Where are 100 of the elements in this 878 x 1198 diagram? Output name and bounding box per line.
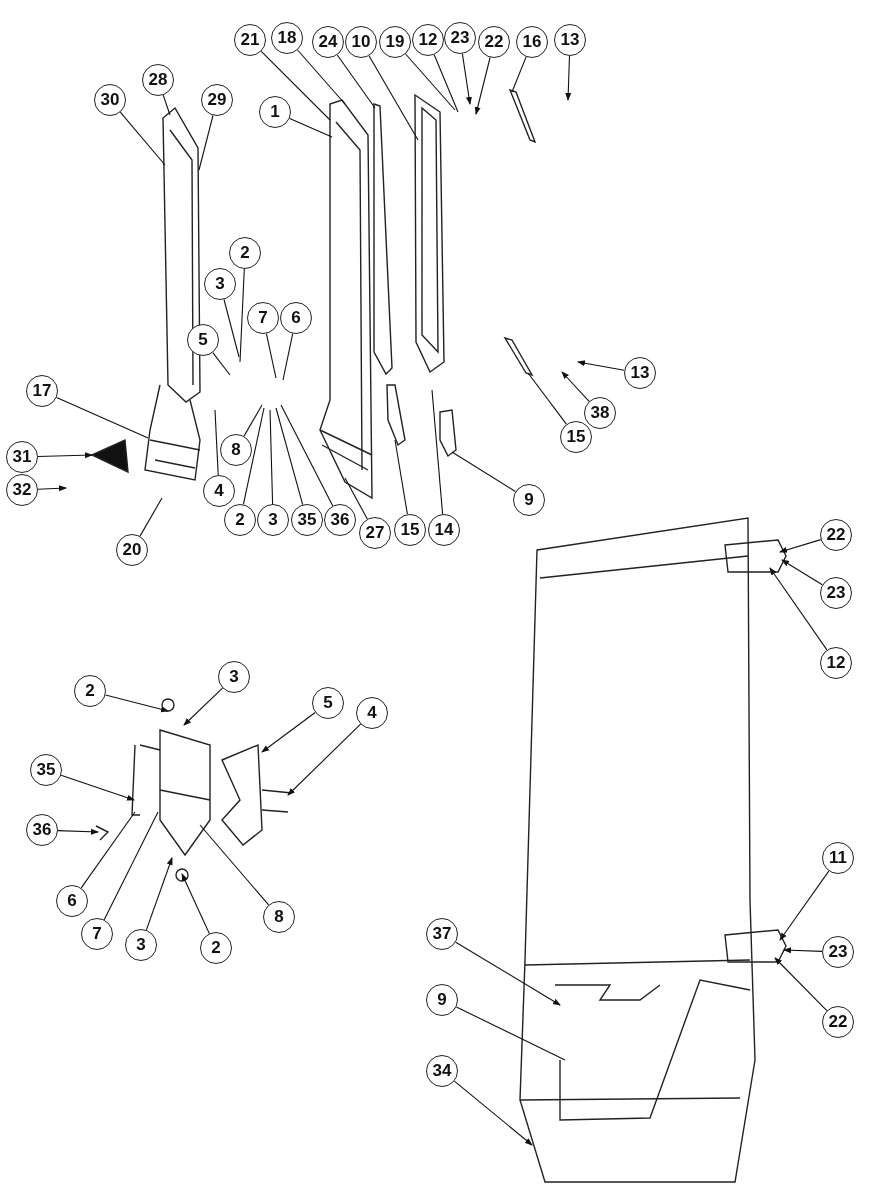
leader-line bbox=[37, 485, 67, 492]
leader-line bbox=[145, 857, 173, 931]
callout-number: 23 bbox=[444, 22, 476, 54]
leader-line bbox=[511, 56, 527, 93]
leader-line bbox=[779, 539, 822, 553]
callout-number: 3 bbox=[218, 661, 250, 693]
callout-number: 35 bbox=[30, 754, 62, 786]
callout-number: 23 bbox=[822, 936, 854, 968]
leader-line bbox=[781, 559, 823, 586]
leader-line bbox=[394, 439, 408, 515]
leader-line bbox=[474, 56, 491, 115]
callout-number: 15 bbox=[394, 514, 426, 546]
leader-line bbox=[60, 774, 135, 801]
leader-line bbox=[461, 53, 472, 105]
leader-line bbox=[183, 687, 224, 726]
leader-line bbox=[527, 372, 567, 425]
leader-line bbox=[162, 94, 171, 116]
callout-number: 13 bbox=[554, 24, 586, 56]
callout-number: 2 bbox=[224, 504, 256, 536]
cone-drawing bbox=[90, 438, 129, 474]
leader-line bbox=[139, 497, 163, 537]
leader-line bbox=[212, 352, 231, 376]
leader-line bbox=[368, 55, 419, 141]
latch-plate-drawing bbox=[439, 409, 457, 458]
callout-number: 32 bbox=[6, 474, 38, 506]
callout-number: 13 bbox=[624, 357, 656, 389]
callout-number: 31 bbox=[6, 441, 38, 473]
plate-drawing bbox=[386, 384, 406, 447]
callout-number: 6 bbox=[280, 302, 312, 334]
leader-line bbox=[405, 53, 456, 111]
callout-number: 3 bbox=[125, 929, 157, 961]
window-panel-drawing bbox=[414, 93, 445, 374]
callout-number: 3 bbox=[257, 504, 289, 536]
callout-number: 11 bbox=[822, 842, 854, 874]
leader-line bbox=[565, 55, 572, 101]
callout-number: 8 bbox=[263, 901, 295, 933]
callout-number: 8 bbox=[220, 434, 252, 466]
callout-number: 22 bbox=[820, 519, 852, 551]
leader-line bbox=[561, 371, 590, 402]
callout-number: 36 bbox=[26, 814, 58, 846]
callout-number: 3 bbox=[204, 268, 236, 300]
leader-line bbox=[280, 404, 334, 507]
leader-line bbox=[269, 409, 274, 505]
callout-number: 5 bbox=[312, 687, 344, 719]
leader-line bbox=[104, 694, 169, 713]
leader-line bbox=[242, 407, 265, 505]
callout-number: 12 bbox=[412, 24, 444, 56]
leader-line bbox=[297, 49, 346, 105]
callout-number: 23 bbox=[820, 577, 852, 609]
leader-line bbox=[431, 389, 444, 515]
leader-line bbox=[261, 711, 316, 753]
leader-line bbox=[223, 298, 240, 358]
leader-line bbox=[282, 333, 294, 381]
callout-number: 12 bbox=[820, 647, 852, 679]
leader-line bbox=[455, 941, 561, 1006]
callout-number: 35 bbox=[291, 504, 323, 536]
callout-number: 30 bbox=[94, 84, 126, 116]
callout-number: 7 bbox=[247, 302, 279, 334]
leader-line bbox=[119, 111, 166, 166]
callout-number: 10 bbox=[345, 26, 377, 58]
callout-number: 22 bbox=[822, 1006, 854, 1038]
leader-line bbox=[37, 452, 93, 459]
callout-number: 36 bbox=[324, 504, 356, 536]
callout-number: 9 bbox=[426, 984, 458, 1016]
callout-number: 5 bbox=[187, 324, 219, 356]
callout-number: 2 bbox=[229, 237, 261, 269]
callout-number: 9 bbox=[513, 484, 545, 516]
leader-line bbox=[783, 947, 823, 954]
leader-line bbox=[56, 396, 149, 439]
plate-drawing bbox=[508, 88, 537, 144]
leader-line bbox=[451, 451, 516, 493]
leader-line bbox=[453, 1080, 533, 1146]
leader-line bbox=[779, 870, 830, 941]
callout-number: 22 bbox=[478, 26, 510, 58]
callout-number: 19 bbox=[379, 26, 411, 58]
cab-door-drawing bbox=[519, 517, 787, 1183]
leader-line bbox=[455, 1006, 566, 1061]
callout-number: 37 bbox=[426, 918, 458, 950]
callout-number: 2 bbox=[200, 932, 232, 964]
callout-number: 16 bbox=[516, 26, 548, 58]
callout-number: 27 bbox=[359, 517, 391, 549]
leader-line bbox=[243, 404, 263, 437]
callout-number: 24 bbox=[312, 26, 344, 58]
callout-number: 2 bbox=[74, 675, 106, 707]
door-frame-drawing bbox=[144, 106, 201, 481]
leader-line bbox=[344, 477, 368, 520]
callout-number: 15 bbox=[560, 421, 592, 453]
callout-number: 20 bbox=[116, 534, 148, 566]
glass-pane-drawing bbox=[373, 103, 393, 376]
plate-drawing bbox=[503, 336, 534, 377]
callout-number: 18 bbox=[271, 22, 303, 54]
window-frame-drawing bbox=[319, 99, 373, 500]
callout-number: 34 bbox=[426, 1055, 458, 1087]
callout-number: 29 bbox=[201, 84, 233, 116]
leader-line bbox=[199, 824, 270, 906]
callout-number: 17 bbox=[26, 375, 58, 407]
callout-number: 7 bbox=[81, 918, 113, 950]
leader-line bbox=[275, 407, 304, 506]
callout-number: 14 bbox=[428, 514, 460, 546]
leader-line bbox=[287, 723, 362, 796]
